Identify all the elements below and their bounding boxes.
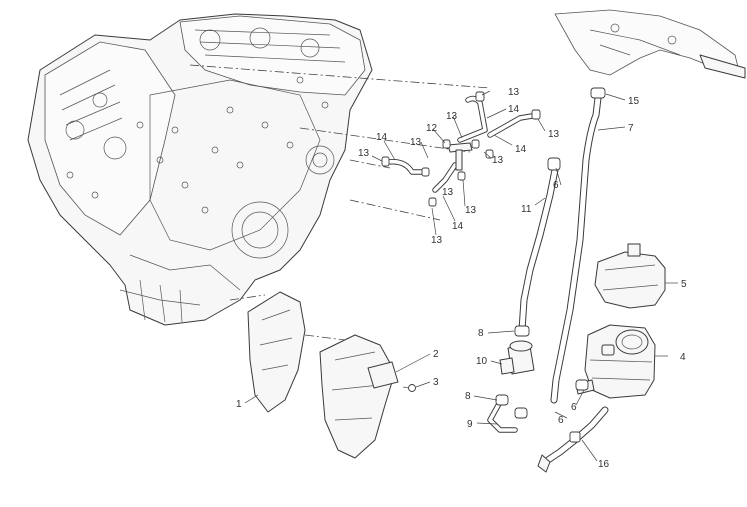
callout-13: 13 xyxy=(442,187,454,198)
callout-8: 8 xyxy=(478,328,484,339)
frame-corner xyxy=(554,9,746,79)
callout-14: 14 xyxy=(376,132,388,143)
bolt-3 xyxy=(402,384,416,392)
callout-6: 6 xyxy=(558,415,564,426)
carbon-canister xyxy=(575,324,656,399)
callout-15: 15 xyxy=(628,96,640,107)
breather-hose-assembly xyxy=(381,91,541,207)
callout-10: 10 xyxy=(476,356,488,367)
callout-6: 6 xyxy=(571,402,577,413)
callout-11: 11 xyxy=(521,204,532,215)
side-covers xyxy=(247,291,399,459)
callout-5: 5 xyxy=(681,279,687,290)
callout-14: 14 xyxy=(452,221,464,232)
leader-lines xyxy=(244,90,678,462)
callout-13: 13 xyxy=(358,148,370,159)
callout-16: 16 xyxy=(598,459,610,470)
callout-13: 13 xyxy=(431,235,443,246)
assembly-guide-lines xyxy=(189,64,491,341)
callout-3: 3 xyxy=(433,377,439,388)
callout-13: 13 xyxy=(446,111,458,122)
callout-13: 13 xyxy=(492,155,504,166)
callout-6: 6 xyxy=(553,180,559,191)
canister-bracket xyxy=(594,243,666,309)
callout-9: 9 xyxy=(467,419,473,430)
callout-13: 13 xyxy=(410,137,422,148)
callout-14: 14 xyxy=(508,104,520,115)
hose-11 xyxy=(518,157,561,334)
callout-8: 8 xyxy=(465,391,471,402)
callout-13: 13 xyxy=(508,87,520,98)
callout-2: 2 xyxy=(433,349,439,360)
callout-4: 4 xyxy=(680,352,686,363)
purge-valve xyxy=(487,325,589,433)
callout-13: 13 xyxy=(465,205,477,216)
engine-assembly xyxy=(27,13,373,326)
callout-12: 12 xyxy=(426,123,438,134)
callout-14: 14 xyxy=(515,144,527,155)
callout-1: 1 xyxy=(236,399,242,410)
callout-7: 7 xyxy=(628,123,634,134)
hose-7 xyxy=(550,87,606,404)
callout-labels: 1 2 3 4 5 6 6 6 7 8 8 9 10 11 12 13 13 1… xyxy=(236,87,687,470)
hose-16 xyxy=(537,406,609,473)
callout-13: 13 xyxy=(548,129,560,140)
